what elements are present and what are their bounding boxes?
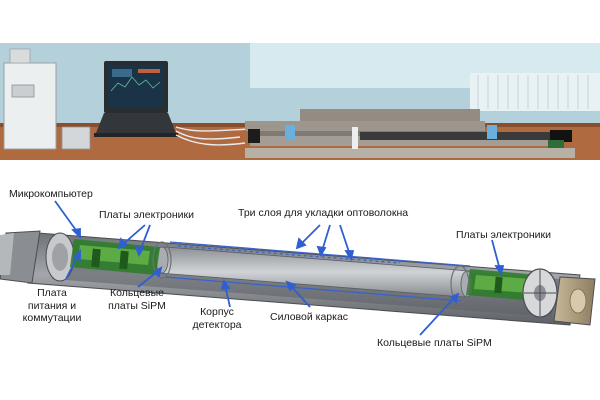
label-power-board: Плата питания и коммутации — [4, 287, 100, 325]
power-supply-icon — [61, 126, 91, 150]
label-ring-sipm-right: Кольцевые платы SiPM — [377, 337, 492, 349]
cables — [175, 126, 251, 146]
control-cabinet-icon — [3, 48, 57, 150]
radiator-fins — [477, 75, 589, 109]
label-detector-case: Корпус детектора — [184, 306, 250, 331]
label-detector-case-line1: Корпус — [200, 306, 234, 318]
label-power-board-line2: питания и — [27, 299, 77, 312]
right-end-cap — [553, 276, 596, 326]
label-electronics-left: Платы электроники — [99, 209, 194, 221]
ring-sipm-boards — [152, 241, 470, 303]
right-end-wheel — [522, 268, 558, 318]
label-ring-sipm-left-line2: платы SiPM — [108, 299, 166, 312]
label-ring-sipm-left: Кольцевые платы SiPM — [102, 287, 172, 312]
label-power-board-line3: коммутации — [22, 312, 82, 324]
detector-cutaway-diagram — [0, 200, 596, 336]
lab-photo — [0, 43, 600, 160]
label-detector-case-line2: детектора — [192, 318, 242, 331]
label-ring-sipm-left-line1: Кольцевые — [109, 287, 165, 299]
left-end-cap — [0, 230, 75, 284]
callout-arrows — [54, 200, 505, 336]
photo-radiator — [470, 73, 600, 111]
label-frame: Силовой каркас — [270, 311, 349, 323]
laptop-icon — [94, 61, 178, 137]
right-electronics — [466, 269, 540, 301]
label-microcomputer: Микрокомпьютер — [9, 188, 93, 200]
label-fiber-layers: Три слоя для укладки оптоволокна — [238, 207, 409, 219]
label-electronics-right: Платы электроники — [456, 229, 551, 241]
label-power-board-line1: Плата — [37, 287, 67, 299]
detector-tubes-icon — [245, 109, 575, 158]
